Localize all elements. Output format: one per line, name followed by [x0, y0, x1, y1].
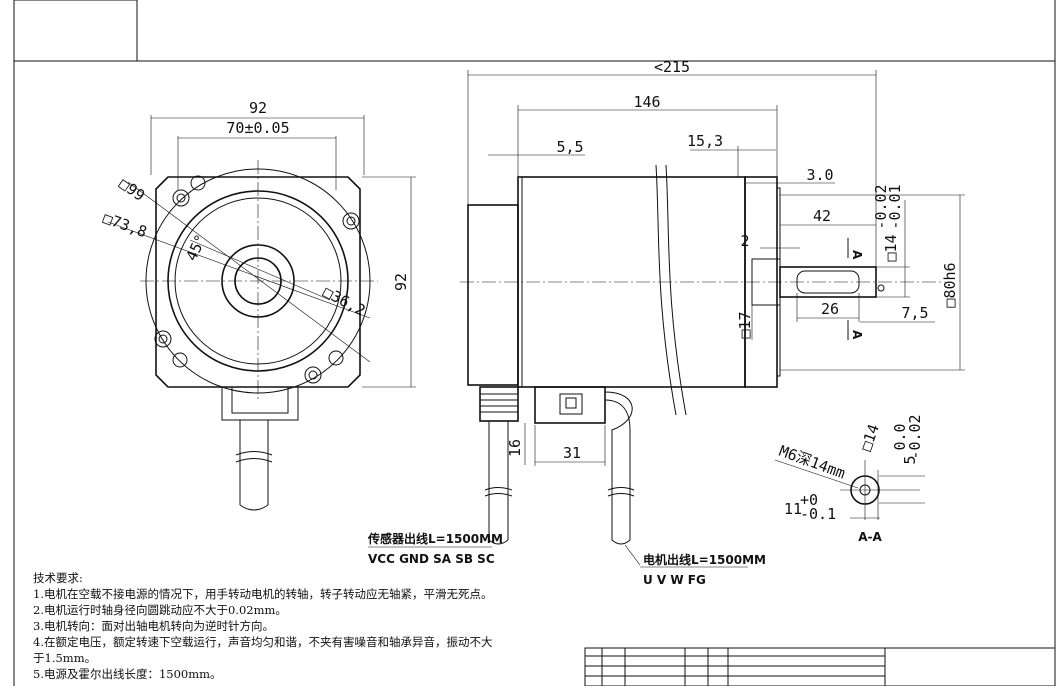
dim-square-14-lower-tol: -0.01 — [886, 184, 904, 229]
section-mark-top: A — [850, 250, 864, 260]
section-name: A-A — [858, 530, 882, 544]
thread-spec: M6深14mm — [777, 442, 848, 483]
dim-7-5: 7,5 — [901, 304, 928, 322]
dim-angle-45: 45° — [182, 232, 210, 264]
dim-31: 31 — [563, 444, 581, 462]
dim-square-17: □17 — [736, 311, 754, 338]
note-item-3: 3.电机转向：面对出轴电机转向为逆时针方向。 — [33, 619, 274, 633]
title-corner-box — [13, 0, 138, 62]
section-dim-5-lower: -0.02 — [906, 414, 924, 459]
note-item-4-cont: 于1.5mm。 — [33, 651, 97, 665]
section-view: M6深14mm □14 5 0.0 -0.02 11 +0 -0.1 A-A — [774, 414, 925, 544]
dim-square-80h6: □80h6 — [941, 262, 959, 307]
note-item-4: 4.在额定电压，额定转速下空载运行，声音均匀和谐，不夹有害噪音和轴承异音，振动不… — [33, 635, 493, 649]
dim-square-73-8: □73,8 — [101, 209, 150, 241]
front-connector — [221, 386, 299, 421]
technical-requirements: 技术要求: 1.电机在空载不接电源的情况下，用手转动电机的转轴，转子转动应无轴紧… — [33, 570, 492, 682]
side-view: <215 146 5,5 15,3 3.0 42 2 26 7,5 □14 — [460, 58, 965, 545]
dim-square-14-upper-tol: -0.02 — [872, 184, 890, 229]
dim-5-5: 5,5 — [556, 138, 583, 156]
dim-26: 26 — [821, 300, 839, 318]
section-dim-11-lower: -0.1 — [800, 505, 836, 523]
shaft-keyway — [796, 270, 860, 294]
dim-42: 42 — [813, 207, 831, 225]
motor-cable-pins: U V W FG — [643, 573, 706, 587]
dim-front-width: 92 — [249, 99, 267, 117]
section-square-14: □14 — [857, 422, 883, 454]
dim-body-length: 146 — [633, 93, 660, 111]
sensor-connector — [479, 386, 519, 422]
dim-3-0: 3.0 — [806, 166, 833, 184]
dim-overall-length: <215 — [654, 58, 690, 76]
section-dim-5: 5 — [901, 455, 919, 464]
notes-title: 技术要求: — [33, 571, 83, 585]
drawing-frame — [13, 0, 1056, 686]
mounting-holes — [154, 175, 360, 384]
dim-hole-pitch: 70±0.05 — [226, 119, 289, 137]
front-flange-outline — [155, 176, 361, 388]
section-dim-11: 11 — [784, 500, 802, 518]
dim-square-99: □99 — [116, 175, 149, 205]
dim-square-36-2: □36,2 — [320, 283, 368, 320]
motor-cable-label: 电机出线L=1500MM — [643, 552, 766, 567]
note-item-5: 5.电源及霍尔出线长度：1500mm。 — [33, 667, 222, 681]
front-view: 92 70±0.05 92 □99 □73,8 45° □36,2 — [101, 99, 416, 511]
section-mark-bottom: A — [850, 330, 864, 340]
sensor-connector-ribs — [480, 393, 518, 413]
dim-front-height: 92 — [392, 273, 410, 291]
section-dim-11-upper: +0 — [800, 491, 818, 509]
note-item-1: 1.电机在空载不接电源的情况下，用手转动电机的转轴，转子转动应无轴紧，平滑无死点… — [33, 587, 493, 601]
section-dim-5-upper: 0.0 — [891, 423, 909, 450]
sensor-cable-label: 传感器出线L=1500MM — [367, 531, 503, 546]
rear-cap — [467, 204, 519, 386]
power-connector — [534, 386, 606, 424]
dim-16: 16 — [506, 439, 524, 457]
cable-labels: 传感器出线L=1500MM VCC GND SA SB SC 电机出线L=150… — [367, 531, 766, 587]
dim-2: 2 — [740, 232, 749, 250]
sensor-cable-pins: VCC GND SA SB SC — [368, 552, 495, 566]
note-item-2: 2.电机运行时轴身径向圆跳动应不大于0.02mm。 — [33, 603, 287, 617]
dim-15-3: 15,3 — [687, 132, 723, 150]
title-block — [584, 647, 1056, 686]
dim-square-14: □14 — [882, 234, 900, 261]
